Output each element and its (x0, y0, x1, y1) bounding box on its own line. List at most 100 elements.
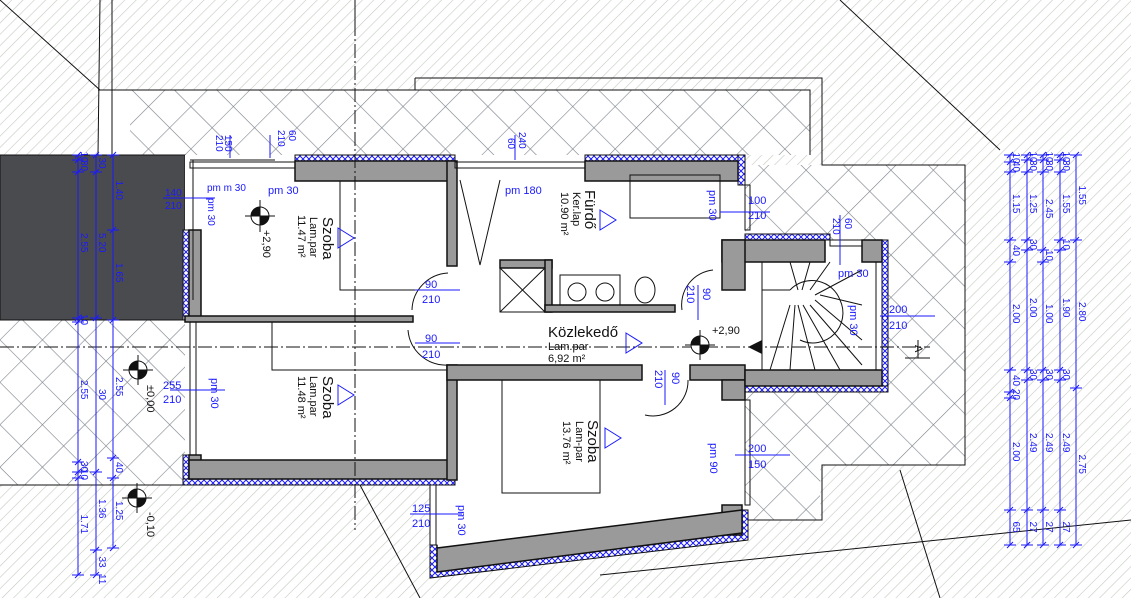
door-swings (407, 269, 714, 417)
wall (861, 239, 883, 263)
dimension-value: 30 (1060, 160, 1071, 172)
window-width: 125 (412, 503, 430, 515)
opening-labels: 150 210 210 60 pm 30 140 210 pm m 30 pm … (163, 130, 935, 536)
dimension-value: 10 (78, 152, 89, 164)
dimension-tick (72, 571, 84, 579)
dimension-tick (90, 571, 102, 579)
dimension-value: 10 (78, 469, 89, 481)
door-width: 90 (700, 288, 712, 300)
dimension-tick (1004, 506, 1016, 514)
window-width: 200 (889, 304, 907, 316)
sill-height: pm 180 (505, 185, 542, 197)
dimension-tick (1037, 151, 1049, 159)
wall (721, 239, 746, 291)
section-mark-line (905, 340, 930, 359)
terrace-left (0, 320, 185, 485)
dimension-value: 10 (1010, 153, 1021, 165)
dimension-tick (1054, 236, 1066, 244)
dimension-tick (1021, 366, 1033, 374)
dimension-tick (90, 314, 102, 322)
dimension-tick (1004, 366, 1016, 374)
dimension-tick (1054, 151, 1066, 159)
room-floor: Lam.par (307, 217, 319, 258)
dimension-tick (107, 474, 119, 482)
dimension-tick (1021, 506, 1033, 514)
wall (188, 229, 202, 321)
room-szoba-1: Szoba Lam.par 11.47 m² +2,90 (260, 215, 336, 260)
toilet (634, 276, 656, 304)
dimension-tick (1037, 506, 1049, 514)
dimension-value: 40 (1010, 375, 1021, 387)
dimension-value: 1.15 (1010, 194, 1021, 214)
dimension-value: 30 (78, 461, 89, 473)
insulation (737, 154, 746, 186)
dimension-tick (107, 151, 119, 159)
window-height: 150 (748, 459, 766, 471)
insulation (294, 154, 456, 162)
window-height: 210 (889, 320, 907, 332)
dimension-value: 30 (1060, 369, 1071, 381)
door-width: 90 (425, 333, 437, 345)
sink-right (595, 282, 615, 302)
dimension-value: 1.00 (1043, 304, 1054, 324)
dimension-value: 2.49 (1043, 433, 1054, 453)
room-szoba-3: Szoba Lam-par 13.76 m² (560, 420, 601, 465)
dimension-tick (72, 458, 84, 466)
dimension-tick (72, 156, 84, 164)
dimension-tick (1004, 158, 1016, 166)
dimension-tick (1070, 236, 1082, 244)
door-height: 210 (422, 294, 440, 306)
dimension-value: 1.55 (1076, 186, 1087, 206)
door-width: 90 (425, 279, 437, 291)
window-width: 255 (163, 380, 181, 392)
dimension-value: 2.00 (1010, 442, 1021, 462)
wall (446, 364, 643, 381)
dimension-value: 1.71 (78, 515, 89, 535)
dimension-value: 1.55 (1060, 194, 1071, 214)
dimension-value: 33 (96, 557, 107, 569)
wall (744, 369, 883, 387)
dimension-value: 10 (1043, 250, 1054, 262)
room-area: 11.47 m² (295, 215, 307, 258)
dimension-tick (90, 468, 102, 476)
sill-height: pm 30 (268, 185, 299, 197)
room-furdo: Fürdő Ker.lap 10.90 m² (558, 190, 598, 236)
window-width: 240 (516, 132, 527, 149)
dimension-value: 27 (1027, 522, 1038, 534)
dimension-tick (72, 314, 84, 322)
window-height: 210 (163, 394, 181, 406)
room-area: 10.90 m² (558, 192, 570, 236)
wall (544, 259, 553, 313)
dimension-value: 40 (1010, 161, 1021, 173)
room-stamp-icon (599, 209, 617, 231)
dimension-tick (1021, 541, 1033, 549)
room-area: 6,92 m² (548, 353, 586, 365)
wall (446, 160, 458, 267)
dimension-tick (72, 168, 84, 176)
dimension-tick (1021, 236, 1033, 244)
dimension-tick (1004, 541, 1016, 549)
dimension-value: 40 (113, 462, 124, 474)
window-height: 210 (748, 210, 766, 222)
dimension-tick (1037, 541, 1049, 549)
dimension-value: 1.36 (96, 499, 107, 519)
sill-height: pm 90 (707, 443, 719, 474)
dimension-value: 5.20 (96, 233, 107, 253)
wall (294, 160, 456, 182)
dimension-tick (1021, 168, 1033, 176)
window-width: 200 (748, 443, 766, 455)
room-name: Közlekedő (548, 324, 618, 341)
room-floor: Lam-par (573, 421, 585, 462)
elevation-marker (685, 330, 715, 360)
dimension-tick (107, 544, 119, 552)
dimension-value: 2.00 (1027, 298, 1038, 318)
dimension-value: 2.45 (1043, 199, 1054, 219)
door-height: 210 (652, 370, 664, 388)
dimension-tick (107, 316, 119, 324)
insulation (182, 229, 190, 321)
dimension-tick (1037, 366, 1049, 374)
dimension-tick (90, 151, 102, 159)
dimension-value: 2.00 (1010, 304, 1021, 324)
